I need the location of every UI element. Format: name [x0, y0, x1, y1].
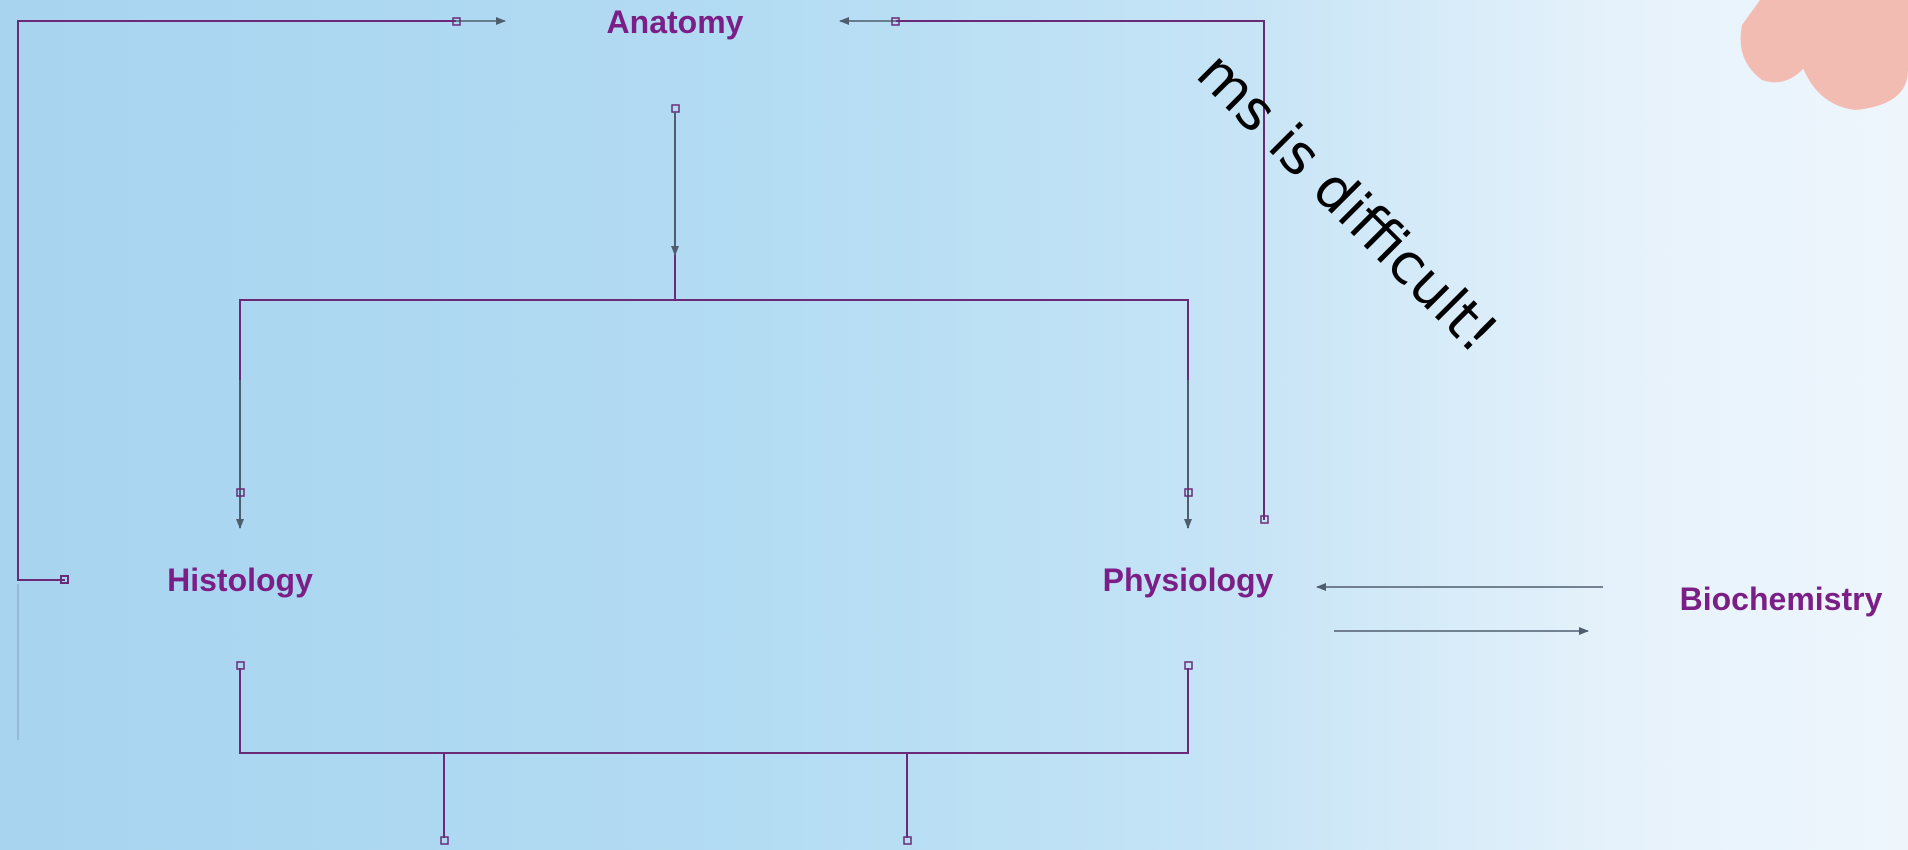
handle-square [60, 575, 69, 584]
handle-square [1184, 488, 1193, 497]
node-histology[interactable]: Histology [167, 562, 313, 598]
connector-physiology-to-anatomy [896, 20, 1265, 520]
handle-square [1260, 515, 1269, 524]
decorative-blob [1740, 0, 1908, 110]
handle-square [236, 661, 245, 670]
handle-square [1184, 661, 1193, 670]
handle-square [891, 17, 900, 26]
node-physiology[interactable]: Physiology [1102, 562, 1274, 598]
handle-square [440, 836, 449, 845]
node-biochemistry[interactable]: Biochemistry [1679, 581, 1883, 617]
connector-histology-to-anatomy [17, 20, 456, 581]
connector-merge-bottom [239, 668, 1189, 838]
handle-square [452, 17, 461, 26]
handle-square [671, 104, 680, 113]
connector-split-top [239, 255, 1189, 492]
handle-square [236, 488, 245, 497]
handle-square [903, 836, 912, 845]
node-anatomy[interactable]: Anatomy [606, 4, 744, 40]
